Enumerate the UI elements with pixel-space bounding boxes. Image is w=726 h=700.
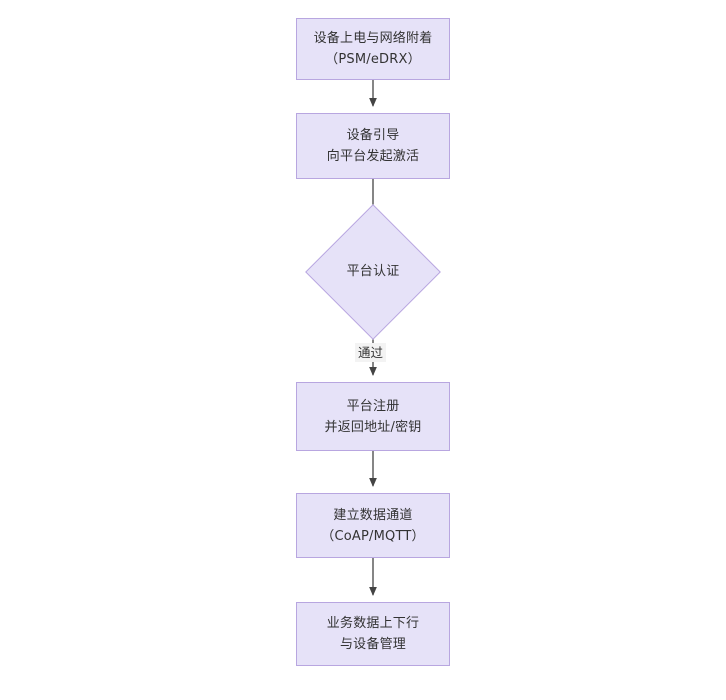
node-bootstrap[interactable]: 设备引导 向平台发起激活: [296, 113, 450, 179]
node-power-on[interactable]: 设备上电与网络附着 （PSM/eDRX）: [296, 18, 450, 80]
node-service-data-line2: 与设备管理: [339, 637, 406, 652]
node-register[interactable]: 平台注册 并返回地址/密钥: [296, 382, 450, 451]
node-bootstrap-line2: 向平台发起激活: [326, 149, 420, 164]
node-data-channel-line2: （CoAP/MQTT）: [321, 528, 425, 544]
node-auth-label: 平台认证: [346, 264, 400, 279]
edge-label-auth-pass: 通过: [355, 343, 387, 362]
node-service-data[interactable]: 业务数据上下行 与设备管理: [296, 602, 450, 666]
node-service-data-line1: 业务数据上下行: [326, 616, 420, 631]
node-power-on-line2: （PSM/eDRX）: [325, 52, 421, 67]
node-bootstrap-line1: 设备引导: [346, 128, 400, 143]
node-data-channel[interactable]: 建立数据通道 （CoAP/MQTT）: [296, 493, 450, 558]
node-register-line2: 并返回地址/密钥: [324, 419, 422, 435]
node-power-on-line1: 设备上电与网络附着: [313, 31, 433, 46]
node-auth-decision[interactable]: 平台认证: [305, 204, 441, 340]
node-data-channel-line1: 建立数据通道: [333, 507, 413, 523]
node-register-line1: 平台注册: [346, 398, 400, 414]
